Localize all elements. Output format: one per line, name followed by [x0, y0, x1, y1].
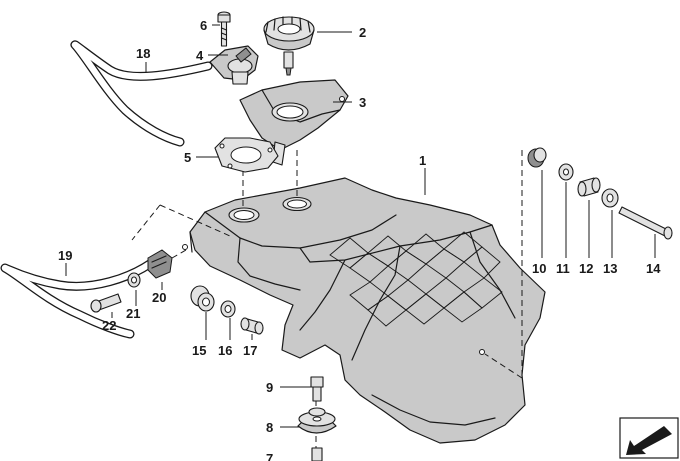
callout-12: 12	[579, 261, 593, 276]
callout-17: 17	[243, 343, 257, 358]
corner-badge	[619, 417, 679, 459]
rubber-mount-8	[297, 407, 337, 434]
bolt-9	[310, 376, 324, 402]
callout-6: 6	[200, 18, 207, 33]
mount-bolt-14	[618, 206, 673, 240]
arrow-icon	[626, 426, 672, 455]
bolt-22	[90, 293, 122, 313]
spacer-17	[240, 317, 264, 335]
callout-16: 16	[218, 343, 232, 358]
filler-cap	[263, 16, 315, 76]
callout-18: 18	[136, 46, 150, 61]
washer-16	[220, 300, 236, 318]
callout-13: 13	[603, 261, 617, 276]
hose-18	[70, 40, 213, 147]
reservoir-housing	[182, 177, 546, 444]
callout-19: 19	[58, 248, 72, 263]
callout-labels: 1 2 3 4 5 6 7 8 9 10 11 12 13 14 15 16 1…	[58, 18, 661, 461]
mount-washer-13	[601, 188, 619, 208]
callout-4: 4	[196, 48, 204, 63]
mount-grommet-10	[527, 147, 547, 168]
hose-19	[0, 253, 163, 339]
callout-1: 1	[419, 153, 426, 168]
callout-21: 21	[126, 306, 140, 321]
callout-22: 22	[102, 318, 116, 333]
callout-5: 5	[184, 150, 191, 165]
callout-9: 9	[266, 380, 273, 395]
callout-20: 20	[152, 290, 166, 305]
bushing-7	[311, 447, 323, 461]
callout-8: 8	[266, 420, 273, 435]
callout-7: 7	[266, 451, 273, 461]
callout-10: 10	[532, 261, 546, 276]
level-sensor	[209, 45, 259, 85]
hose-clip-20	[147, 249, 173, 279]
reservoir-rib-lattice	[329, 231, 503, 327]
alignment-lines	[131, 150, 523, 461]
callout-15: 15	[192, 343, 206, 358]
mount-sleeve-12	[577, 177, 601, 197]
grommet-15	[190, 285, 215, 312]
mount-washer-11	[558, 163, 574, 181]
callout-3: 3	[359, 95, 366, 110]
callout-11: 11	[556, 261, 570, 276]
screw-6	[217, 11, 231, 47]
leader-lines	[65, 24, 656, 428]
washer-21	[127, 272, 141, 288]
callout-2: 2	[359, 25, 366, 40]
gasket	[214, 137, 279, 173]
callout-14: 14	[646, 261, 661, 276]
